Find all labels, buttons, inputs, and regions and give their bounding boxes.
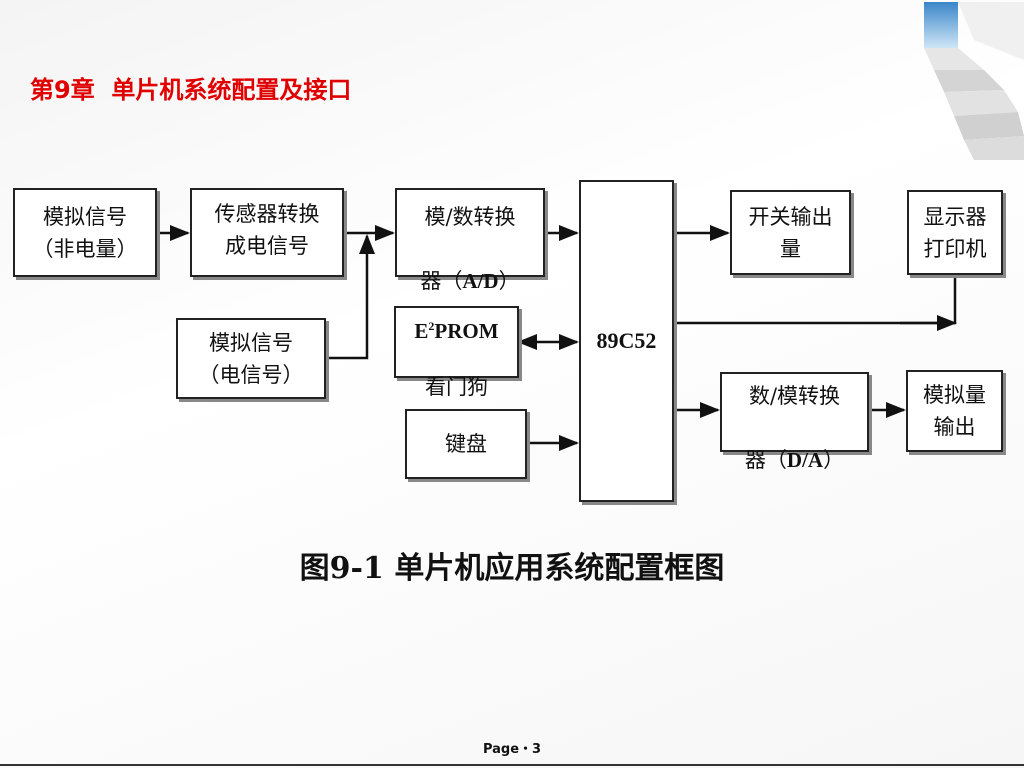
eeprom-rest: PROM xyxy=(434,318,499,343)
figure-caption: 图9-1 单片机应用系统配置框图 xyxy=(299,551,725,586)
page-number: Page・3 xyxy=(482,742,542,757)
block-label: 键盘 xyxy=(445,432,487,456)
block-keyboard: 键盘 xyxy=(405,409,527,479)
staircase-decoration-icon xyxy=(924,2,1024,160)
block-label: 显示器 打印机 xyxy=(923,204,987,261)
eeprom-e: E xyxy=(414,318,429,343)
dac-line2-suffix: ） xyxy=(823,448,845,472)
eeprom-sup: 2 xyxy=(428,318,435,333)
block-display-printer: 显示器 打印机 xyxy=(907,190,1003,275)
mcu-label: 89C52 xyxy=(596,328,657,353)
block-analog-signal-electric: 模拟信号 （电信号） xyxy=(176,318,326,399)
dac-line1: 数/模转换 xyxy=(748,384,841,408)
adc-line1: 模/数转换 xyxy=(424,204,516,229)
block-mcu-89c52: 89C52 xyxy=(579,180,674,502)
adc-line2-prefix: 器（ xyxy=(420,268,463,293)
block-label: 模拟信号 （非电量） xyxy=(32,204,138,261)
block-sensor-conversion: 传感器转换 成电信号 xyxy=(190,188,344,277)
block-label: 模/数转换 器（A/D） xyxy=(420,169,519,297)
block-analog-output: 模拟量 输出 xyxy=(906,370,1003,452)
adc-line2-suffix: ） xyxy=(498,268,520,293)
adc-line2-abbr: A/D xyxy=(462,268,499,293)
block-dac: 数/模转换 器（D/A） xyxy=(720,372,869,472)
chapter-title: 第9章 单片机系统配置及接口 xyxy=(30,76,352,104)
block-label: 传感器转换 成电信号 xyxy=(214,202,320,258)
block-label: 开关输出 量 xyxy=(748,204,833,261)
block-label: 数/模转换 器（D/A） xyxy=(745,348,844,476)
block-switch-output: 开关输出 量 xyxy=(730,190,851,275)
block-label: 模拟信号 （电信号） xyxy=(198,330,304,387)
block-label: 模拟量 输出 xyxy=(923,383,986,439)
dac-line2-prefix: 器（ xyxy=(744,448,787,472)
watchdog-label: 看门狗 xyxy=(424,374,488,399)
block-analog-signal-nonelectric: 模拟信号 （非电量） xyxy=(13,188,157,277)
block-adc: 模/数转换 器（A/D） xyxy=(395,188,545,293)
block-label: E2PROM 看门狗 xyxy=(414,284,498,401)
block-eeprom-watchdog: E2PROM 看门狗 xyxy=(394,306,519,399)
dac-line2-abbr: D/A xyxy=(786,448,824,472)
